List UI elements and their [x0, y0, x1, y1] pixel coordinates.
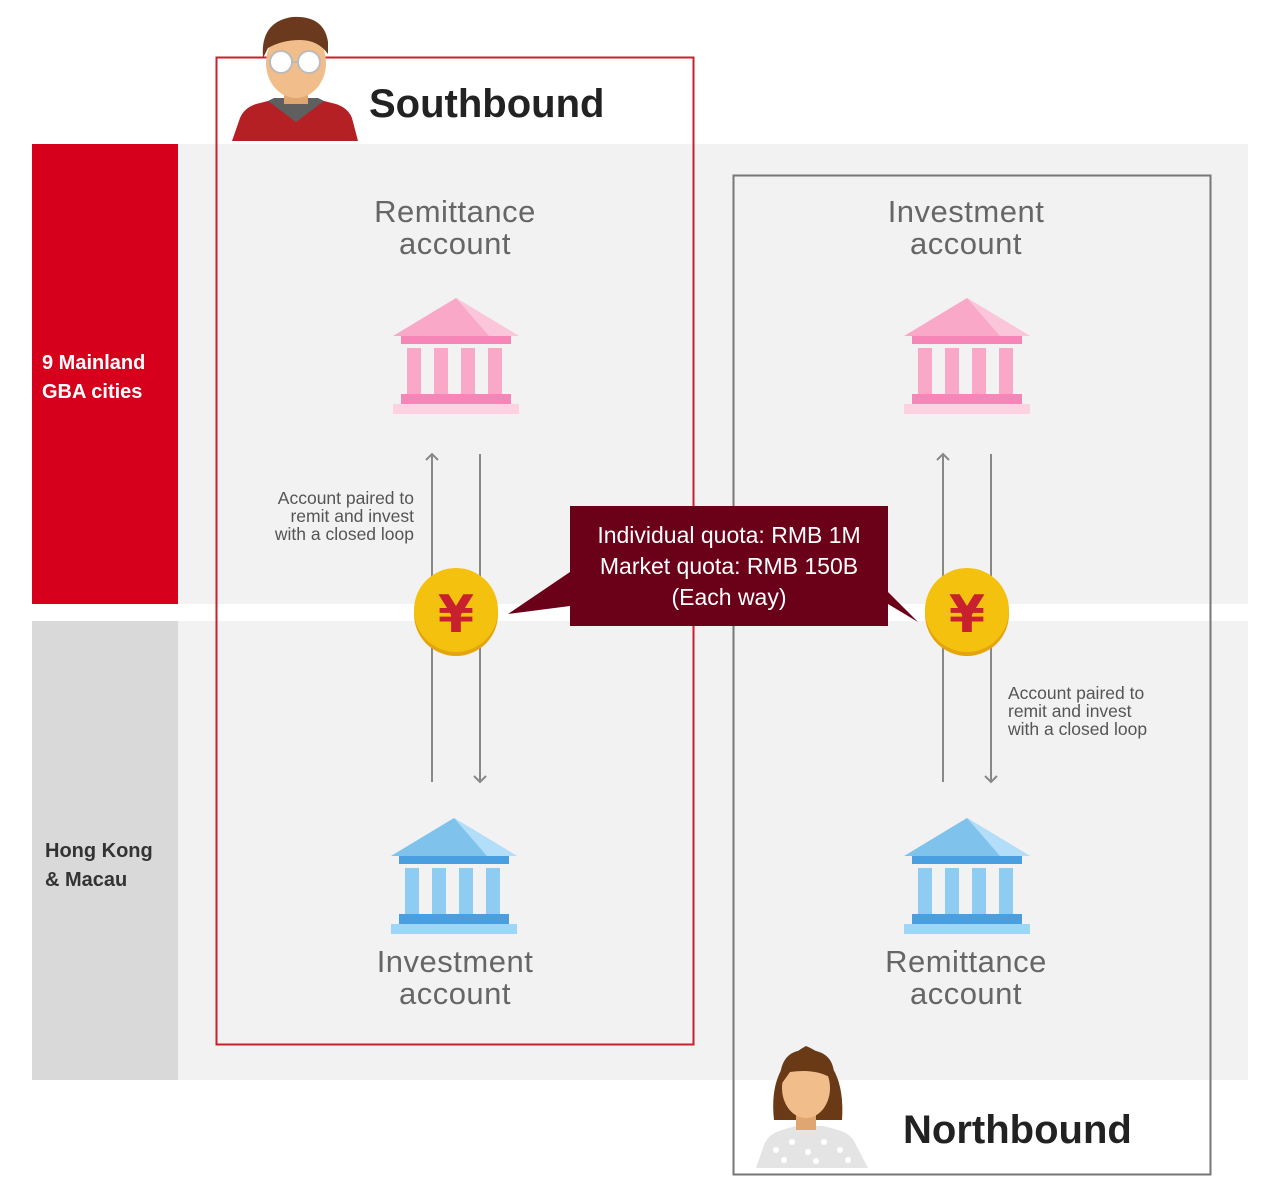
northbound-heading: Northbound: [903, 1108, 1132, 1152]
southbound-remittance-bank-icon: [393, 298, 519, 414]
southbound-heading: Southbound: [369, 82, 605, 126]
quota-callout: Individual quota: RMB 1M Market quota: R…: [570, 506, 888, 626]
hk-macau-band: [32, 621, 1248, 1080]
quota-pointer-right: [888, 592, 918, 622]
southbound-yuan-coin-icon: ¥: [414, 568, 498, 656]
northbound-remittance-account-label: Remittance account: [885, 944, 1047, 1011]
region-mainland-label: 9 Mainland GBA cities: [42, 352, 146, 403]
southbound-person-icon: [232, 16, 358, 141]
northbound-investment-bank-icon: [904, 298, 1030, 414]
northbound-yuan-coin-icon: ¥: [925, 568, 1009, 656]
quota-pointer-left: [508, 572, 570, 614]
northbound-coin-symbol: ¥: [949, 585, 985, 645]
southbound-coin-symbol: ¥: [438, 585, 474, 645]
region-hk-macau-label: Hong Kong & Macau: [45, 840, 153, 891]
northbound-person-icon: [756, 1046, 868, 1168]
individual-quota-text: Individual quota: RMB 1M: [597, 522, 861, 548]
southbound-investment-account-label: Investment account: [376, 944, 534, 1011]
northbound-frame: [732, 174, 1212, 1176]
northbound-investment-account-label: Investment account: [887, 194, 1045, 261]
northbound-remittance-bank-icon: [904, 818, 1030, 934]
region-mainland: 9 Mainland GBA cities: [32, 144, 178, 604]
southbound-investment-bank-icon: [391, 818, 517, 934]
southbound-closed-loop-note: Account paired to remit and invest with …: [274, 488, 414, 544]
region-hk-macau: Hong Kong & Macau: [32, 621, 178, 1080]
northbound-closed-loop-note: Account paired to remit and invest with …: [1008, 683, 1148, 739]
market-quota-text: Market quota: RMB 150B: [599, 553, 859, 579]
each-way-text: (Each way): [671, 584, 787, 610]
southbound-remittance-account-label: Remittance account: [374, 194, 536, 261]
